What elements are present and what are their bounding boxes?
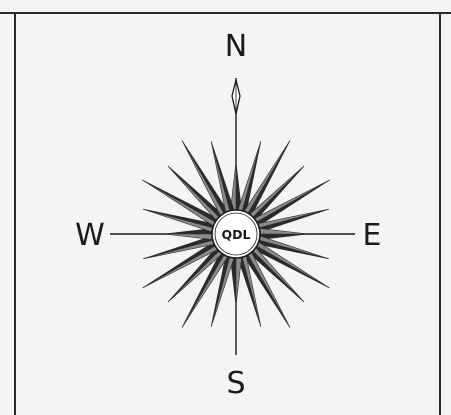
east-label: E xyxy=(363,218,382,253)
south-label: S xyxy=(226,366,245,401)
west-label: W xyxy=(75,218,105,253)
north-label: N xyxy=(225,29,247,64)
center-label: QDL xyxy=(222,227,251,242)
